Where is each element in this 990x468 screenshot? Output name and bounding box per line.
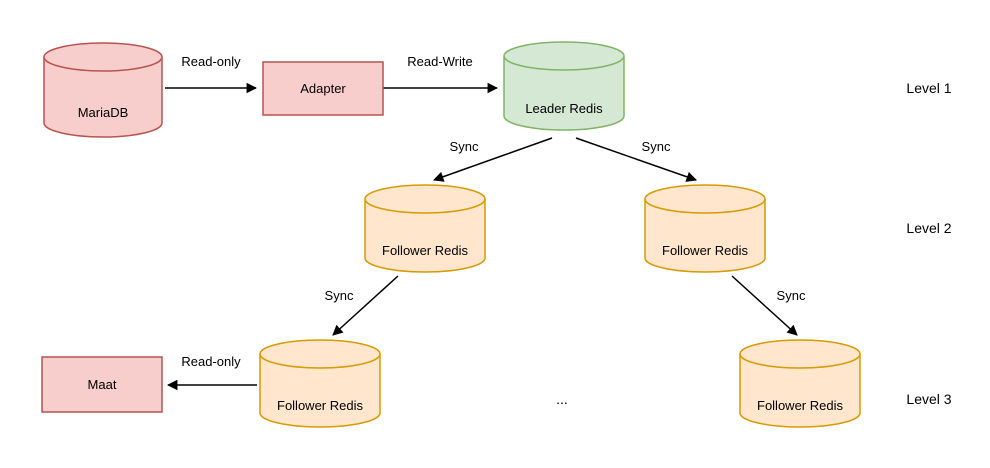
follower-l2-right-node: Follower Redis	[644, 184, 766, 273]
level-3-label: Level 3	[906, 391, 951, 407]
level-1-label: Level 1	[906, 80, 951, 96]
edge-follower-left-down	[332, 275, 399, 336]
follower-l3-left-cylinder-rim	[259, 353, 381, 369]
mariadb-label: MariaDB	[78, 105, 129, 120]
mariadb-cylinder-rim	[43, 56, 163, 72]
level-2-label: Level 2	[906, 220, 951, 236]
maat-rect-shape	[41, 356, 163, 413]
leader-cylinder-shape	[503, 41, 625, 131]
leader-cylinder-rim	[503, 55, 625, 71]
edge-leader-follower-right	[575, 137, 697, 182]
follower-l3-left-cylinder-shape	[259, 339, 381, 428]
edge-label-read-only-top: Read-only	[181, 54, 241, 69]
follower-l3-left-label: Follower Redis	[277, 398, 363, 413]
follower-l3-right-cylinder-shape	[739, 339, 861, 428]
follower-l3-right-node: Follower Redis	[739, 339, 861, 428]
level-labels: Level 1 Level 2 Level 3	[906, 80, 951, 407]
edges-layer: Read-only Read-Write Sync Sync Sync Sync…	[165, 54, 806, 391]
follower-l2-left-node: Follower Redis	[364, 184, 486, 273]
edge-label-read-write: Read-Write	[407, 54, 473, 69]
follower-l2-left-cylinder-shape	[364, 184, 486, 273]
follower-l2-right-label: Follower Redis	[662, 243, 748, 258]
adapter-node: Adapter	[262, 61, 384, 116]
follower-l3-right-label: Follower Redis	[757, 398, 843, 413]
edge-label-sync-left: Sync	[450, 139, 479, 154]
follower-l2-left-label: Follower Redis	[382, 243, 468, 258]
maat-label: Maat	[88, 377, 117, 392]
follower-l3-right-cylinder-rim	[739, 353, 861, 369]
leader-redis-node: Leader Redis	[503, 41, 625, 131]
maat-node: Maat	[41, 356, 163, 413]
mariadb-cylinder-shape	[43, 42, 163, 138]
leader-redis-label: Leader Redis	[525, 101, 603, 116]
mariadb-node: MariaDB	[43, 42, 163, 138]
edge-label-sync-left-down: Sync	[325, 288, 354, 303]
ellipsis-text: ...	[556, 391, 568, 407]
follower-l2-right-cylinder-rim	[644, 198, 766, 214]
edge-label-read-only-bottom: Read-only	[181, 354, 241, 369]
edge-follower-right-down	[731, 275, 798, 336]
edge-leader-follower-left	[433, 137, 553, 182]
adapter-rect-shape	[262, 61, 384, 116]
adapter-label: Adapter	[300, 81, 346, 96]
edge-label-sync-right: Sync	[642, 139, 671, 154]
edge-label-sync-right-down: Sync	[777, 288, 806, 303]
follower-l3-left-node: Follower Redis	[259, 339, 381, 428]
follower-l2-left-cylinder-rim	[364, 198, 486, 214]
follower-l2-right-cylinder-shape	[644, 184, 766, 273]
